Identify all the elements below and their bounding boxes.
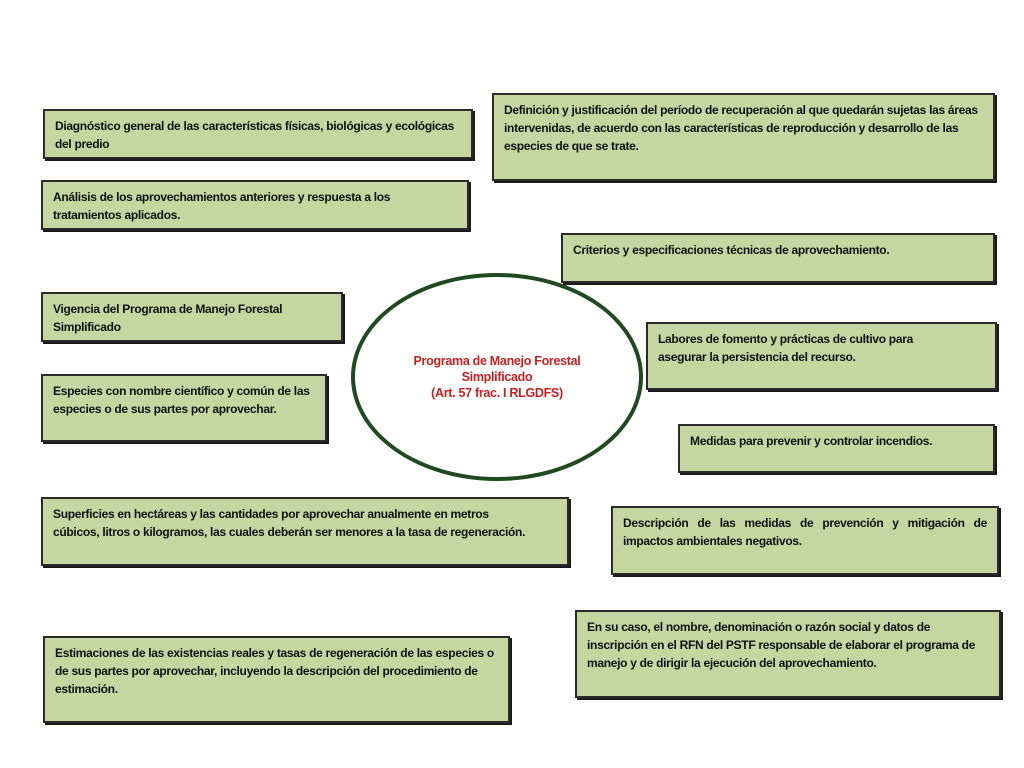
box-estimaciones: Estimaciones de las existencias reales y… bbox=[43, 636, 510, 723]
center-title-line3: (Art. 57 frac. I RLGDFS) bbox=[431, 386, 563, 400]
center-title: Programa de Manejo Forestal Simplificado… bbox=[414, 353, 581, 401]
box-vigencia: Vigencia del Programa de Manejo Forestal… bbox=[41, 292, 343, 342]
box-responsable: En su caso, el nombre, denominación o ra… bbox=[575, 610, 1001, 698]
box-superficies: Superficies en hectáreas y las cantidade… bbox=[41, 497, 569, 566]
box-diagnostico: Diagnóstico general de las característic… bbox=[43, 109, 473, 159]
box-definicion: Definición y justificación del período d… bbox=[492, 93, 995, 181]
center-title-line1: Programa de Manejo Forestal bbox=[413, 354, 581, 368]
box-criterios: Criterios y especificaciones técnicas de… bbox=[561, 233, 995, 283]
box-labores: Labores de fomento y prácticas de cultiv… bbox=[646, 322, 997, 390]
box-medidas-incendios: Medidas para prevenir y controlar incend… bbox=[678, 424, 995, 473]
box-analisis: Análisis de los aprovechamientos anterio… bbox=[41, 180, 469, 230]
center-ellipse: Programa de Manejo Forestal Simplificado… bbox=[351, 273, 643, 481]
box-especies: Especies con nombre científico y común d… bbox=[41, 374, 327, 442]
box-descripcion-medidas: Descripción de las medidas de prevención… bbox=[611, 506, 999, 575]
center-title-line2: Simplificado bbox=[461, 370, 533, 384]
